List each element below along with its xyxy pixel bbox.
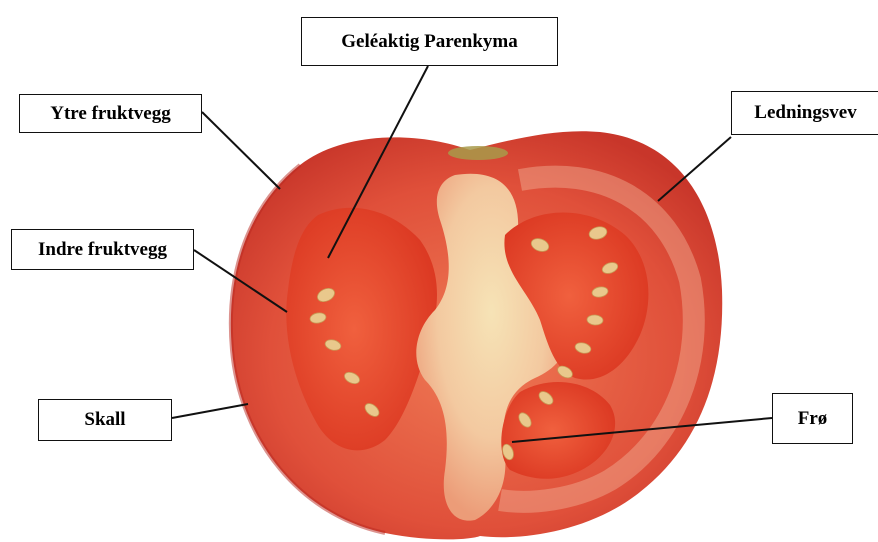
leader-ytre: [202, 112, 280, 189]
stem-scar: [448, 146, 508, 160]
label-vascular-tissue: Ledningsvev: [731, 91, 878, 135]
leader-skall: [172, 404, 248, 418]
label-gel-parenchyma: Geléaktig Parenkyma: [301, 17, 558, 66]
label-inner-pericarp: Indre fruktvegg: [11, 229, 194, 270]
label-skin: Skall: [38, 399, 172, 441]
label-outer-pericarp: Ytre fruktvegg: [19, 94, 202, 133]
label-seed: Frø: [772, 393, 853, 444]
